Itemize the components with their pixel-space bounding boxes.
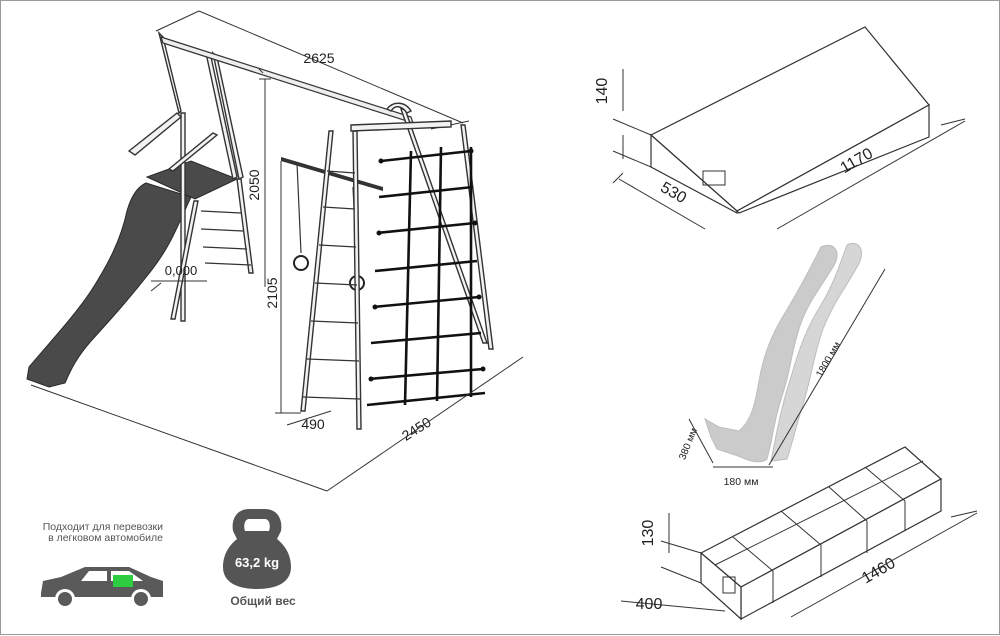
car-icon bbox=[41, 567, 163, 609]
slide-part-shape bbox=[704, 244, 838, 463]
dimension-label-2105: 2105 bbox=[264, 277, 280, 308]
slide-ladder-steps bbox=[200, 210, 252, 266]
package-box-flat: 140 530 1170 bbox=[594, 26, 966, 230]
car-trunk-package-icon bbox=[113, 575, 133, 587]
box-label-sticker bbox=[702, 170, 726, 186]
swing-bar bbox=[281, 157, 383, 191]
box-flat-height-label: 140 bbox=[594, 78, 611, 105]
slide-part-rim bbox=[770, 243, 862, 462]
box-long-length-label: 1460 bbox=[859, 555, 898, 588]
slide-part-width-label: 380 мм bbox=[677, 426, 700, 461]
box-long-dimension-lines bbox=[620, 510, 978, 618]
box-flat-front bbox=[736, 103, 930, 214]
dimension-label-2625: 2625 bbox=[303, 50, 334, 66]
box-flat-side bbox=[650, 133, 738, 215]
slide-part-drawing: 1800 мм 380 мм 180 мм bbox=[677, 243, 886, 488]
dimension-label-490: 490 bbox=[301, 416, 325, 432]
box-long-strapping bbox=[714, 460, 924, 603]
box-flat-dimension-lines bbox=[612, 69, 966, 230]
dimension-top-length bbox=[155, 10, 470, 130]
transport-caption: Подходит для перевозки в легковом автомо… bbox=[42, 521, 163, 544]
box-long-label-sticker bbox=[722, 576, 736, 594]
slide-frame bbox=[127, 30, 254, 322]
box-long-end bbox=[700, 551, 742, 621]
climbing-net bbox=[366, 146, 486, 407]
slide-part-depth-label: 180 мм bbox=[724, 476, 759, 488]
weight-value: 63,2 kg bbox=[235, 555, 279, 570]
climbing-net-knots bbox=[368, 148, 486, 382]
dimension-height-lines bbox=[150, 78, 301, 414]
dimension-label-2050: 2050 bbox=[246, 169, 262, 200]
weight-label: Общий вес bbox=[230, 594, 296, 608]
box-long-width-label: 400 bbox=[636, 596, 663, 613]
beam-bracket bbox=[258, 68, 264, 74]
climbing-ladder-rungs bbox=[302, 170, 361, 400]
dimension-ground-lines bbox=[30, 356, 524, 492]
slide-part-length-label: 1800 мм bbox=[814, 340, 843, 379]
dimension-label-2450: 2450 bbox=[399, 414, 434, 444]
top-beam bbox=[160, 36, 414, 124]
kettlebell-icon: 63,2 kg bbox=[223, 509, 291, 589]
slide bbox=[26, 182, 192, 388]
slide-part-dimension-lines bbox=[688, 268, 886, 468]
climbing-ladder bbox=[300, 130, 362, 430]
box-long-height-label: 130 bbox=[640, 520, 657, 547]
dimension-label-ground: 0,000 bbox=[165, 263, 198, 278]
playset-illustration: 2625 bbox=[26, 10, 524, 492]
package-box-long: 130 400 1460 bbox=[620, 446, 978, 621]
